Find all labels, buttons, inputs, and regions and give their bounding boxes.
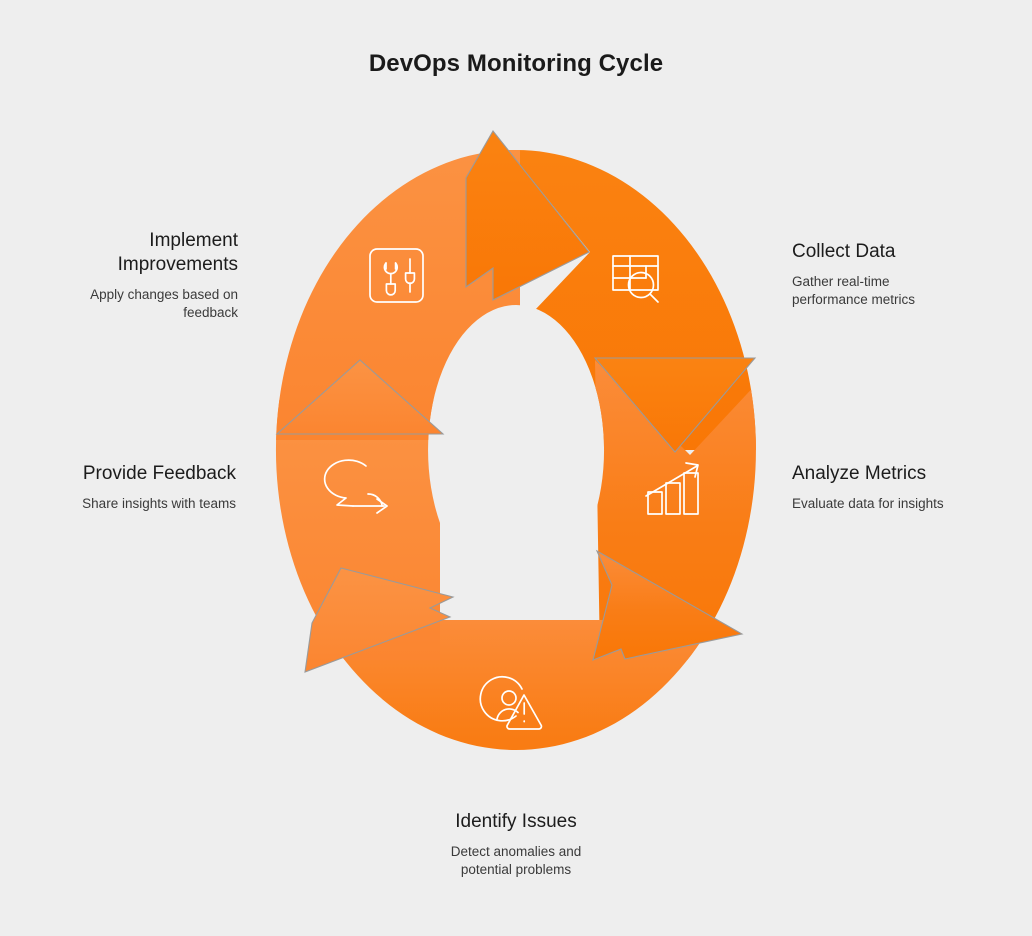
user-alert-icon — [479, 675, 543, 730]
step-description: Gather real-time performance metrics — [792, 274, 916, 307]
step-title: Identify Issues — [455, 811, 577, 832]
arrowhead-left-lower — [304, 567, 455, 673]
step-label-implement-improvements: Implement Improvements Apply changes bas… — [42, 229, 238, 322]
step-title: Analyze Metrics — [792, 463, 927, 484]
bar-chart-growth-icon — [645, 462, 699, 515]
tools-wrench-screwdriver-icon — [369, 248, 424, 303]
step-title: Implement Improvements — [117, 230, 238, 275]
segment-identify-issues — [275, 620, 756, 750]
step-label-identify-issues: Identify Issues Detect anomalies and pot… — [396, 810, 636, 879]
step-label-provide-feedback: Provide Feedback Share insights with tea… — [30, 462, 236, 513]
step-description: Detect anomalies and potential problems — [450, 844, 582, 877]
step-description: Share insights with teams — [82, 496, 236, 511]
page-title: DevOps Monitoring Cycle — [368, 50, 664, 77]
step-label-analyze-metrics: Analyze Metrics Evaluate data for insigh… — [792, 462, 1007, 513]
step-title: Collect Data — [792, 241, 896, 262]
step-title: Provide Feedback — [82, 463, 236, 484]
speech-bubble-arrow-icon — [323, 459, 388, 514]
arrowhead-left-upper — [275, 359, 445, 435]
step-label-collect-data: Collect Data Gather real-time performanc… — [792, 240, 1002, 309]
arrowhead-top — [465, 130, 590, 301]
arrowhead-right-lower — [592, 549, 744, 661]
table-search-icon — [612, 255, 659, 303]
step-description: Apply changes based on feedback — [90, 287, 238, 320]
arrowhead-right-upper — [593, 357, 757, 453]
step-description: Evaluate data for insights — [792, 496, 944, 511]
